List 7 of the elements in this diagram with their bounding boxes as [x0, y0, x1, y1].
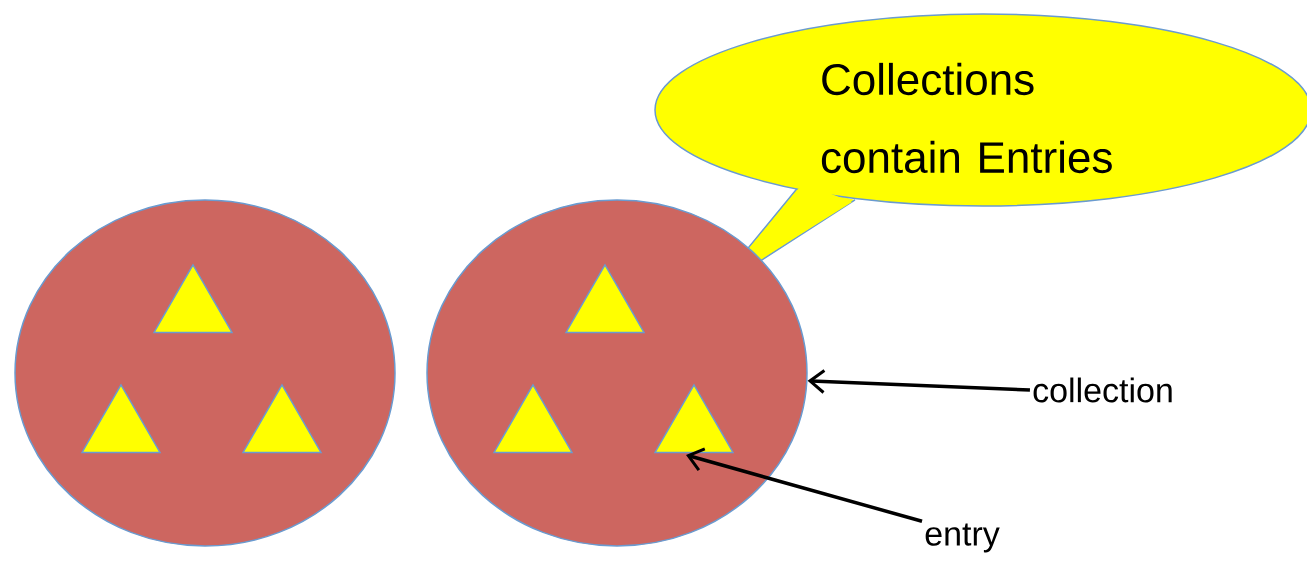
label-text: collection [1033, 377, 1172, 403]
circle [426, 199, 808, 547]
circle [14, 199, 396, 547]
arrow [807, 369, 1030, 394]
arrow [686, 447, 923, 523]
speech-bubble: Collections contain Entries [654, 13, 1307, 296]
label-text: entry [925, 523, 1000, 553]
